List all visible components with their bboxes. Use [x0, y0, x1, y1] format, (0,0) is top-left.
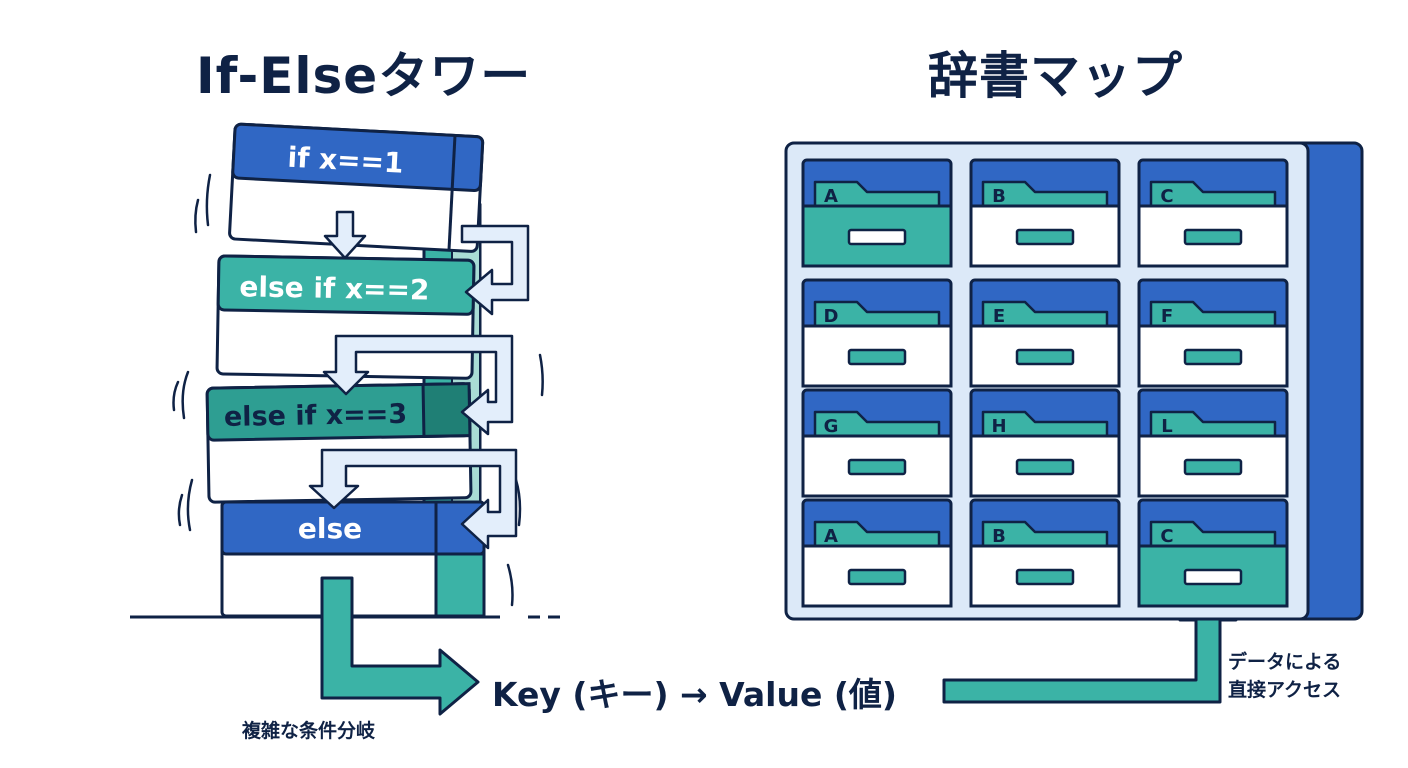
- drawer-4-1: A: [801, 498, 953, 608]
- block-label-else-if-2: else if x==2: [239, 270, 430, 306]
- drawer-3-2: H: [969, 388, 1121, 498]
- down-arrow-1: [323, 210, 367, 260]
- drawer-4-2: B: [969, 498, 1121, 608]
- block-label-else-if-3: else if x==3: [224, 399, 408, 433]
- drawer-2-1: D: [801, 278, 953, 388]
- if-else-tower-title: If-Elseタワー: [196, 47, 532, 105]
- drawer-label: A: [824, 186, 838, 207]
- drawer-1-1: A: [801, 158, 953, 268]
- direct-access-caption-line1: データによる: [1228, 651, 1342, 673]
- drawer-4-3: C: [1137, 498, 1289, 608]
- direct-access-caption-line2: 直接アクセス: [1228, 679, 1342, 701]
- drawer-label: C: [1160, 526, 1173, 547]
- tower-block-if: if x==1: [228, 122, 485, 253]
- drawer-label: F: [1161, 306, 1173, 327]
- drawer-label: D: [824, 306, 839, 327]
- drawer-label: H: [991, 416, 1006, 437]
- direct-access-caption: データによる 直接アクセス: [1228, 648, 1341, 704]
- block-label-if: if x==1: [287, 141, 405, 180]
- tower-block-else: else: [220, 500, 486, 618]
- drawer-2-2: E: [969, 278, 1121, 388]
- drawer-2-3: F: [1137, 278, 1289, 388]
- drawer-label: C: [1160, 186, 1173, 207]
- dictionary-map-title: 辞書マップ: [928, 47, 1183, 105]
- drawer-label: B: [992, 186, 1006, 207]
- drawer-label: A: [824, 526, 838, 547]
- drawer-1-2: B: [969, 158, 1121, 268]
- block-label-else: else: [298, 512, 362, 545]
- drawer-label: G: [824, 416, 839, 437]
- flow-arrow-left: [320, 576, 480, 716]
- complex-branching-caption: 複雑な条件分岐: [242, 720, 376, 742]
- drawer-1-3: C: [1137, 158, 1289, 268]
- dictionary-cabinet: A B C D E F G H L A B C: [784, 141, 1364, 621]
- key-value-label: Key (キー) → Value (値): [492, 675, 898, 714]
- loop-arrows: [308, 224, 530, 550]
- drawer-3-1: G: [801, 388, 953, 498]
- drawer-label: L: [1161, 416, 1172, 437]
- drawer-3-3: L: [1137, 388, 1289, 498]
- drawer-label: B: [992, 526, 1006, 547]
- drawer-label: E: [993, 306, 1005, 327]
